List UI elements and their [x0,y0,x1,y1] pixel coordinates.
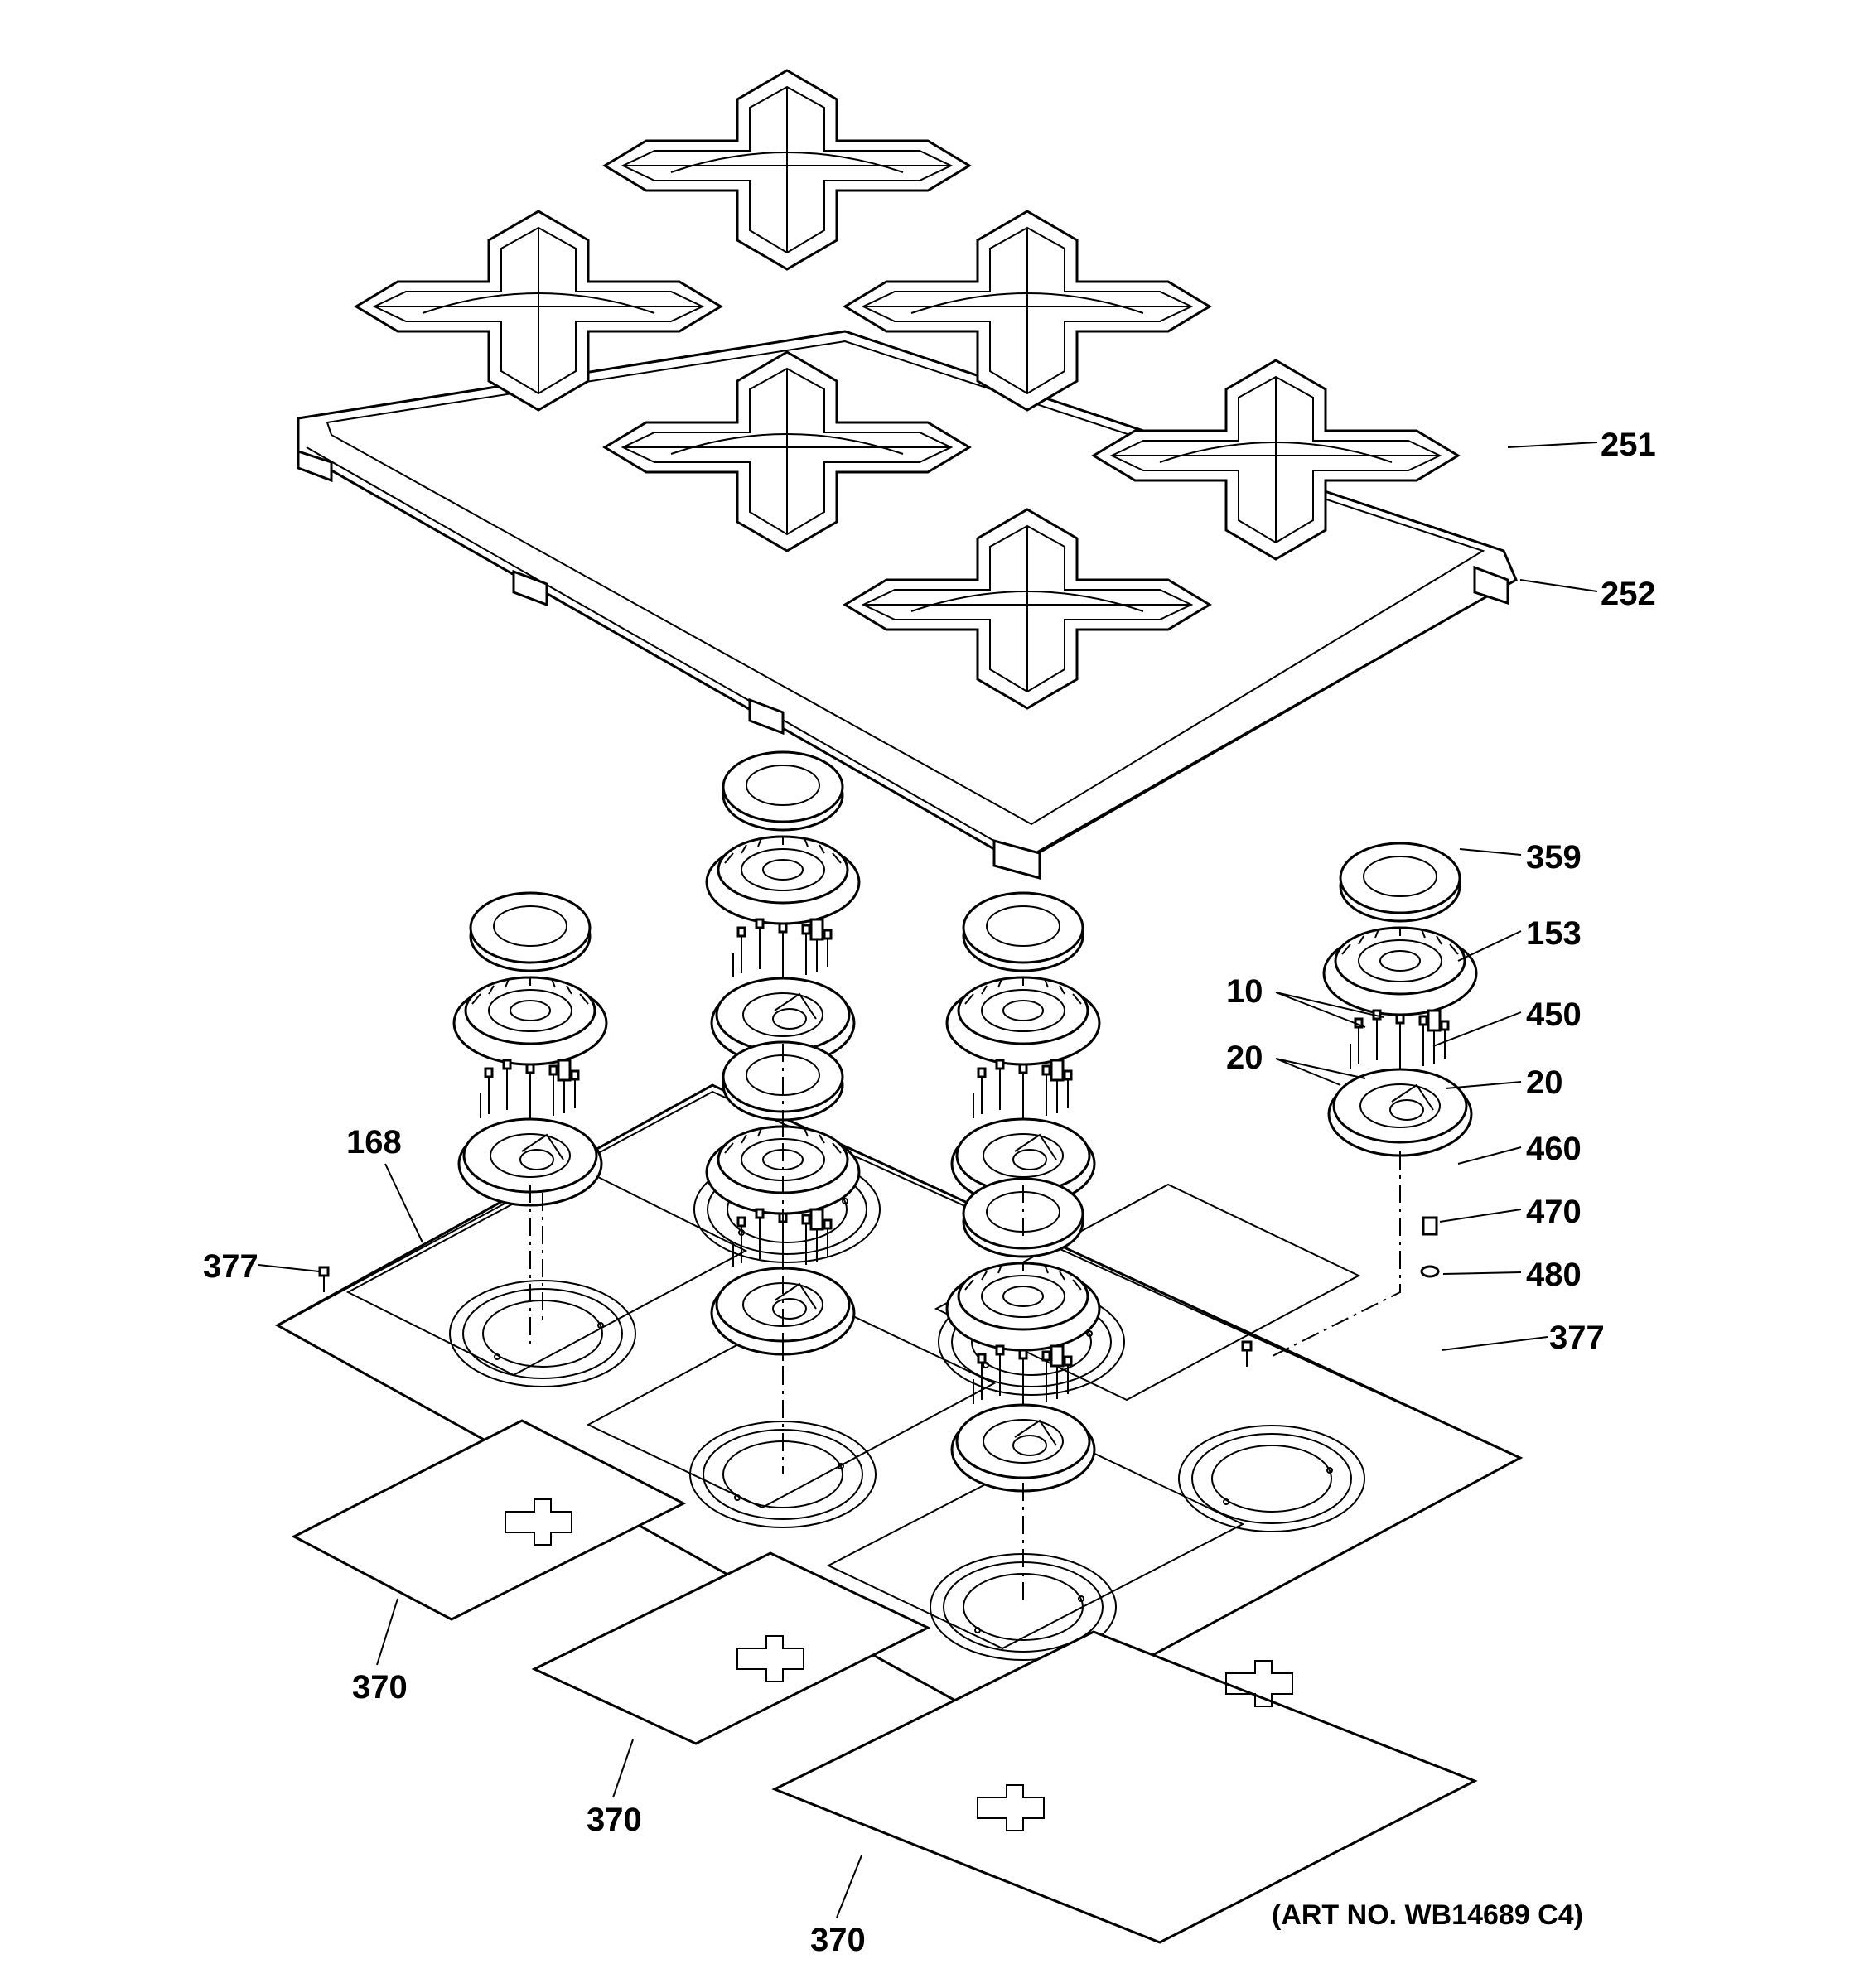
leader-lines [258,442,1598,1918]
callout-20-right: 20 [1526,1064,1563,1101]
callout-153: 153 [1526,915,1582,952]
callout-10: 10 [1226,973,1263,1010]
callout-377-right: 377 [1549,1320,1605,1356]
callout-370-c: 370 [810,1922,866,1958]
centerlines [529,1044,1401,1603]
art-number-caption: (ART NO. WB14689 C4) [1272,1899,1583,1931]
callout-470: 470 [1526,1194,1582,1230]
callout-168: 168 [346,1124,402,1160]
callout-450: 450 [1526,996,1582,1033]
callout-359: 359 [1526,839,1582,876]
callout-480: 480 [1526,1257,1582,1293]
hardware-right [318,1216,1440,1367]
callout-377-left: 377 [203,1248,258,1285]
callout-370-a: 370 [352,1669,408,1706]
callout-460: 460 [1526,1131,1582,1167]
insulation-pads [291,1419,1478,1944]
callout-labels: 251 252 359 153 10 450 20 20 460 470 480… [203,427,1656,1958]
callout-370-b: 370 [587,1802,642,1838]
callout-251: 251 [1601,427,1656,463]
callout-252: 252 [1601,576,1656,612]
callout-20-left: 20 [1226,1040,1263,1076]
